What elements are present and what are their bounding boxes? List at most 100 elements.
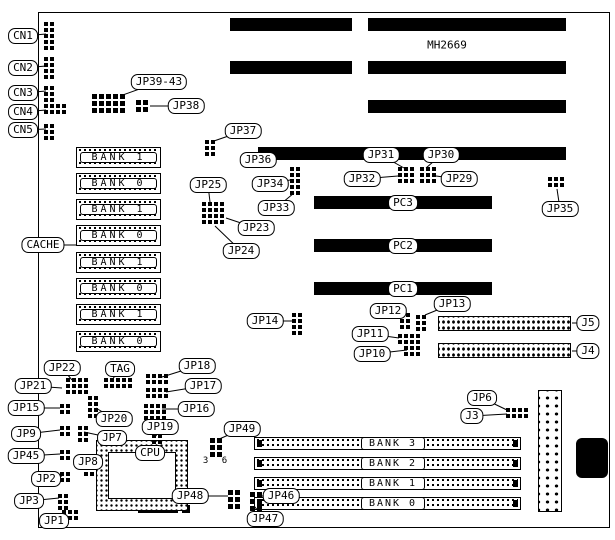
pin — [228, 504, 233, 509]
pin — [158, 394, 162, 398]
pin — [92, 94, 97, 99]
pin — [211, 140, 215, 144]
pin — [298, 319, 302, 323]
pin — [56, 104, 60, 108]
pin — [426, 173, 430, 177]
pin — [398, 334, 402, 338]
pin — [292, 319, 296, 323]
pin — [122, 384, 126, 388]
pin — [432, 179, 436, 183]
cache-bank-label: BANK 1 — [80, 152, 157, 163]
pin — [116, 384, 120, 388]
cache-bank-label: BANK 0 — [80, 230, 157, 241]
pin — [99, 101, 104, 106]
callout-jp34: JP34 — [251, 176, 289, 192]
pin — [554, 177, 558, 181]
callout-jp13: JP13 — [433, 296, 471, 312]
callout-cache: CACHE — [21, 237, 65, 253]
pin — [44, 46, 48, 50]
pin — [150, 416, 154, 420]
cache-bank-label: BANK 1 — [80, 257, 157, 268]
pin — [398, 167, 402, 171]
pin — [60, 426, 64, 430]
pin — [84, 438, 88, 442]
pin — [120, 94, 125, 99]
pin — [88, 414, 92, 418]
pin — [88, 402, 92, 406]
callout-j3: J3 — [460, 408, 484, 424]
pin — [235, 490, 240, 495]
pin — [205, 152, 209, 156]
pin — [162, 404, 166, 408]
pin — [164, 388, 168, 392]
callout-jp33: JP33 — [257, 200, 295, 216]
cache-bank-label: BANK 1 — [80, 204, 157, 215]
callout-j5: J5 — [576, 315, 600, 331]
pin — [62, 510, 66, 514]
pin — [416, 334, 420, 338]
pin — [205, 140, 209, 144]
pin — [298, 325, 302, 329]
pin — [106, 101, 111, 106]
pin — [158, 388, 162, 392]
memory-socket: BANK 3 — [254, 437, 521, 450]
jp35-pins — [548, 177, 564, 187]
pin — [406, 325, 410, 329]
pin — [210, 452, 215, 457]
pin — [50, 104, 54, 108]
pin — [44, 110, 48, 114]
pin — [68, 510, 72, 514]
pin — [66, 410, 70, 414]
pin — [50, 28, 54, 32]
pc-slot-label: PC2 — [388, 237, 418, 254]
pin — [214, 214, 218, 218]
callout-jp10: JP10 — [353, 346, 391, 362]
callout-jp29: JP29 — [440, 171, 478, 187]
pin — [420, 167, 424, 171]
pin — [66, 378, 70, 382]
jp49-pins — [210, 438, 222, 457]
callout-jp21: JP21 — [14, 378, 52, 394]
pin — [506, 408, 510, 412]
j3-pins — [506, 408, 528, 418]
pin — [235, 497, 240, 502]
jp37-pins — [205, 140, 215, 156]
jp10-pins — [404, 346, 420, 356]
pin — [292, 313, 296, 317]
callout-jp36: JP36 — [239, 152, 277, 168]
pin — [290, 185, 294, 189]
pin — [88, 408, 92, 412]
tag-pins — [104, 378, 132, 388]
pin — [416, 352, 420, 356]
pin — [298, 313, 302, 317]
din-connector — [576, 438, 608, 478]
callout-jp18: JP18 — [178, 358, 216, 374]
pin — [164, 394, 168, 398]
pin — [518, 408, 522, 412]
pin — [156, 416, 160, 420]
cache-socket: BANK 1 — [76, 252, 161, 273]
pin — [50, 22, 54, 26]
pin — [146, 374, 150, 378]
pin — [152, 374, 156, 378]
pin — [84, 378, 88, 382]
pin — [257, 492, 262, 497]
slot-bar — [230, 18, 352, 31]
pin — [74, 516, 78, 520]
pin — [56, 110, 60, 114]
pin — [228, 490, 233, 495]
pin — [250, 506, 255, 511]
pin — [50, 86, 54, 90]
jp2-pins — [60, 472, 70, 482]
pin — [84, 390, 88, 394]
pin — [50, 69, 54, 73]
pin — [60, 432, 64, 436]
pin — [50, 124, 54, 128]
pin — [235, 504, 240, 509]
pin — [422, 321, 426, 325]
pin — [211, 146, 215, 150]
jp46-pins — [250, 492, 262, 511]
jp45-pins — [60, 450, 70, 460]
pin — [66, 432, 70, 436]
